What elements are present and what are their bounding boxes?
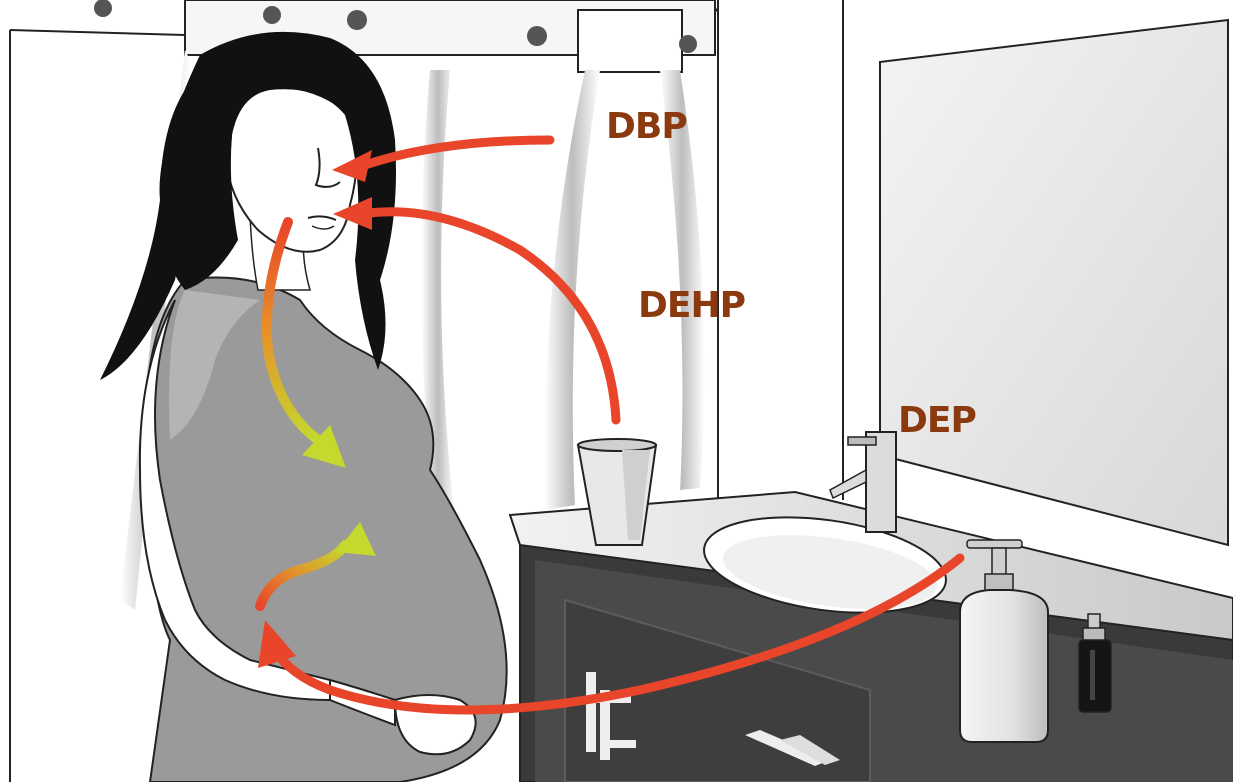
label-dehp: DEHP	[638, 285, 745, 326]
label-dep: DEP	[898, 400, 976, 441]
label-dbp: DBP	[606, 106, 687, 147]
mirror	[880, 20, 1228, 545]
